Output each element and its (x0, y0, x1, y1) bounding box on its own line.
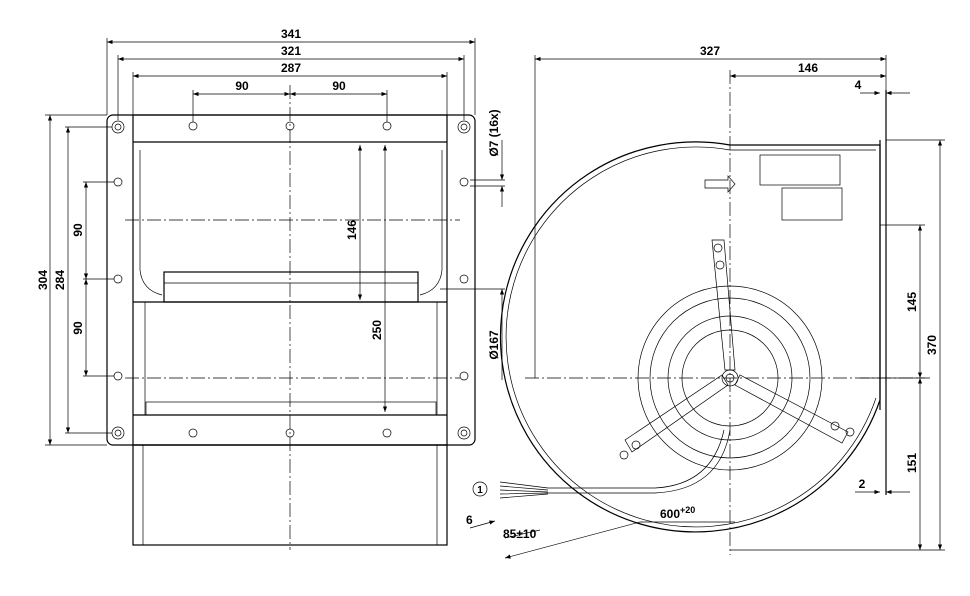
dim-side-pitch-upper: 90 (71, 223, 85, 237)
dim-strip-length: 6 (466, 513, 473, 527)
dim-side-width: 327 (700, 44, 720, 58)
dim-hole-pitch-right: 90 (332, 79, 346, 93)
dim-inlet-diameter: Ø167 (487, 330, 501, 360)
dim-axis-height-lower: 151 (905, 453, 919, 473)
dim-hole-pitch-left: 90 (235, 79, 249, 93)
dim-width-flange: 321 (281, 44, 301, 58)
dim-cable-length: 600+20 (660, 505, 695, 521)
airflow-arrow-icon (704, 175, 736, 193)
motor-support-arms (619, 239, 855, 460)
callout-number: 1 (477, 485, 483, 496)
label-plate (759, 154, 841, 186)
dim-gap: 2 (859, 477, 866, 491)
dim-height-overall: 304 (36, 270, 50, 290)
dim-axis-offset: 146 (798, 61, 818, 75)
scroll-housing (499, 141, 881, 533)
dim-outlet-height: 146 (345, 220, 359, 240)
cable-length-tolerance: +20 (680, 505, 695, 515)
dim-height-holes: 284 (53, 270, 67, 290)
dim-axis-height-upper: 145 (905, 292, 919, 312)
cable-wires (499, 481, 549, 499)
dim-width-inner: 287 (281, 61, 301, 75)
dim-hole-diameter: Ø7 (16x) (487, 109, 501, 156)
front-view: 341 321 287 90 90 304 284 90 90 146 250 … (36, 27, 505, 550)
side-view: 327 146 4 145 370 151 2 600+20 6 85±10 1 (466, 44, 945, 559)
dim-flange-thickness: 4 (855, 78, 862, 92)
dim-width-overall: 341 (281, 27, 301, 41)
flange-outline (106, 114, 476, 446)
dim-wire-length: 85±10 (503, 527, 537, 541)
callout-circle (472, 481, 488, 497)
cable (548, 429, 731, 494)
impeller-outlet (163, 271, 419, 303)
mounting-holes (111, 120, 471, 440)
dim-side-pitch-lower: 90 (71, 321, 85, 335)
cable-length-value: 600 (660, 507, 680, 521)
dim-250: 250 (370, 320, 384, 340)
dim-side-height: 370 (925, 335, 939, 355)
